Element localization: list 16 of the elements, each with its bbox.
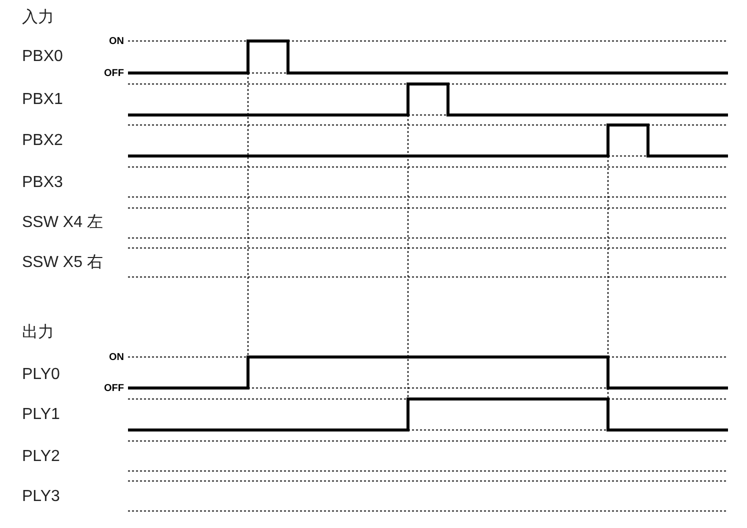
level-label: ON [108,36,124,48]
signal-label: PBX3 [22,174,63,192]
level-label: OFF [103,383,124,395]
signal-label: PBX2 [22,132,63,150]
signal-label: SSW X5 右 [22,254,103,272]
section-heading: 出力 [22,324,54,342]
level-label: OFF [103,68,124,80]
level-label: ON [108,352,124,364]
signal-label: SSW X4 左 [22,214,103,232]
signal-label: PLY0 [22,366,60,384]
signal-label: PBX0 [22,48,63,66]
signal-label: PBX1 [22,91,63,109]
signal-label: PLY2 [22,448,60,466]
signal-label: PLY3 [22,488,60,506]
signal-label: PLY1 [22,406,60,424]
section-heading: 入力 [22,9,54,27]
